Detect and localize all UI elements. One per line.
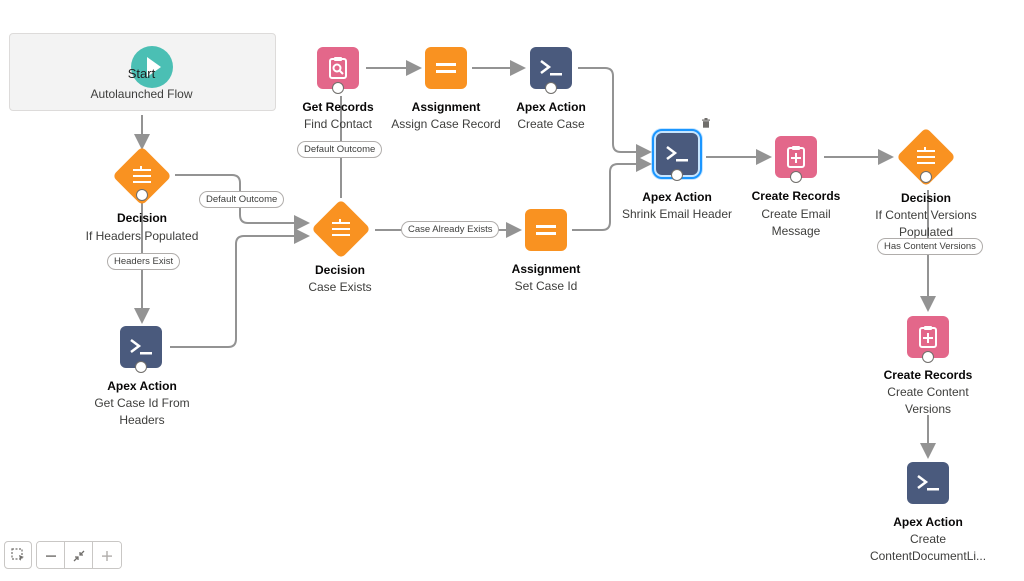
node-type-label: Create Records — [883, 368, 973, 382]
node-type-label: Apex Action — [107, 379, 177, 393]
connector-dot[interactable] — [332, 82, 344, 94]
node-label: Create ContentDocumentLi... — [869, 532, 987, 563]
node-type-label: Decision — [314, 263, 365, 277]
connector-dot[interactable] — [671, 169, 683, 181]
apex-terminal-icon — [120, 326, 162, 368]
start-subtitle: Autolaunched Flow — [90, 87, 193, 101]
create-record-icon — [907, 316, 949, 358]
plus-icon[interactable] — [93, 542, 121, 568]
equals-icon — [425, 47, 467, 89]
zoom-controls — [36, 541, 122, 569]
node-label: Create Case — [517, 117, 585, 131]
assignment-set-case-id-node[interactable] — [525, 209, 567, 251]
node-label: Get Case Id From Headers — [94, 396, 190, 427]
start-title: Start — [127, 66, 156, 81]
get-records-node[interactable] — [317, 47, 359, 94]
create-record-icon — [775, 136, 817, 178]
search-record-icon — [317, 47, 359, 89]
decision-icon — [121, 155, 163, 197]
node-type-label: Decision — [900, 191, 951, 205]
node-label: Find Contact — [303, 117, 373, 131]
decision-icon — [320, 208, 362, 250]
create-email-message-node[interactable] — [775, 136, 817, 183]
node-type-label: Create Records — [751, 189, 841, 203]
trash-icon[interactable] — [701, 118, 711, 128]
outcome-label[interactable]: Headers Exist — [107, 253, 181, 270]
marquee-select-icon[interactable] — [4, 541, 32, 569]
node-label: Set Case Id — [514, 279, 578, 293]
connector-dot[interactable] — [920, 171, 932, 183]
apex-terminal-icon — [907, 462, 949, 504]
node-label: Assign Case Record — [391, 117, 501, 131]
node-label: If Headers Populated — [85, 229, 199, 243]
node-type-label: Apex Action — [516, 100, 586, 114]
outcome-label[interactable]: Default Outcome — [199, 191, 285, 208]
connector-dot[interactable] — [922, 351, 934, 363]
connector-dot[interactable] — [136, 189, 148, 201]
canvas-toolbar — [4, 541, 122, 569]
node-type-label: Decision — [116, 211, 167, 225]
node-label: Create Content Versions — [887, 385, 969, 416]
node-label: Case Exists — [308, 280, 372, 294]
apex-get-case-id-node[interactable] — [120, 326, 162, 373]
apex-create-cdl-node[interactable] — [907, 462, 949, 504]
apex-create-case-node[interactable] — [530, 47, 572, 94]
decision-content-versions-node[interactable] — [896, 127, 956, 187]
start-node[interactable] — [9, 33, 276, 111]
apex-terminal-icon — [656, 133, 698, 175]
assignment-case-record-node[interactable] — [425, 47, 467, 89]
outcome-label[interactable]: Case Already Exists — [401, 221, 500, 238]
play-icon — [131, 46, 173, 88]
node-type-label: Assignment — [511, 262, 581, 276]
equals-icon — [525, 209, 567, 251]
create-content-versions-node[interactable] — [907, 316, 949, 363]
node-type-label: Get Records — [302, 100, 374, 114]
minus-icon[interactable] — [37, 542, 65, 568]
apex-shrink-email-node[interactable] — [652, 129, 702, 181]
shrink-icon[interactable] — [65, 542, 93, 568]
node-label: Create Email Message — [761, 207, 831, 238]
node-type-label: Apex Action — [893, 515, 963, 529]
node-type-label: Apex Action — [642, 190, 712, 204]
node-type-label: Assignment — [411, 100, 481, 114]
decision-icon — [905, 136, 947, 178]
decision-case-exists-node[interactable] — [311, 199, 371, 259]
connector-dot[interactable] — [790, 171, 802, 183]
decision-headers-node[interactable] — [112, 146, 172, 206]
connector-dot[interactable] — [545, 82, 557, 94]
outcome-label[interactable]: Default Outcome — [297, 141, 383, 158]
apex-terminal-icon — [530, 47, 572, 89]
node-label: Shrink Email Header — [621, 207, 733, 221]
connector-dot[interactable] — [135, 361, 147, 373]
node-label: If Content Versions Populated — [875, 208, 977, 239]
outcome-label[interactable]: Has Content Versions — [877, 238, 983, 255]
